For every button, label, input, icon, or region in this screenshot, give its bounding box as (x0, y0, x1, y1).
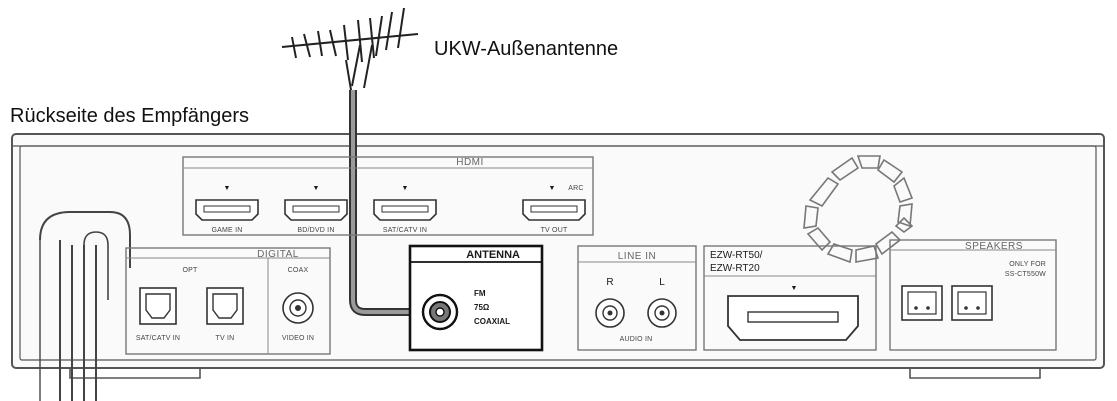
ezw-slot[interactable]: ▼ (727, 285, 859, 341)
audio-in-r-jack[interactable] (595, 298, 625, 328)
power-cable (39, 211, 131, 401)
hdmi-port-label: TV OUT (541, 227, 568, 234)
audio-in-l-jack[interactable] (647, 298, 677, 328)
speakers-panel: SPEAKERS ONLY FOR SS-CT550W (889, 239, 1057, 351)
hdmi-header: HDMI (456, 157, 484, 168)
antenna-label: UKW-Außenantenne (434, 38, 618, 60)
digital-header: DIGITAL (257, 249, 299, 260)
ezw-panel: EZW-RT50/ EZW-RT20 ▼ (703, 245, 877, 351)
optical-port-label: SAT/CATV IN (136, 335, 180, 342)
optical-port-sat-catv[interactable]: SAT/CATV IN (136, 287, 180, 342)
speakers-note-1: ONLY FOR (1009, 261, 1046, 268)
line-in-r-label: R (606, 277, 613, 288)
digital-opt-label: OPT (183, 267, 199, 274)
digital-panel: DIGITAL OPT COAX SAT/CATV IN TV IN VIDEO… (125, 247, 331, 355)
speaker-port-2[interactable] (951, 285, 993, 321)
hdmi-port-tv-out[interactable]: ▼ ARC TV OUT (522, 185, 586, 234)
fan-grille (803, 155, 914, 264)
audio-in-label: AUDIO IN (620, 336, 653, 343)
svg-text:▼: ▼ (224, 185, 231, 192)
hdmi-port-bd-dvd-in[interactable]: ▼ BD/DVD IN (284, 185, 348, 234)
line-in-header: LINE IN (618, 251, 657, 262)
hdmi-port-sat-catv-in[interactable]: ▼ SAT/CATV IN (373, 185, 437, 234)
receiver-back-label: Rückseite des Empfängers (10, 105, 249, 127)
antenna-fm-label: FM (474, 289, 486, 298)
svg-text:▼: ▼ (313, 185, 320, 192)
hdmi-port-label: BD/DVD IN (297, 227, 334, 234)
hdmi-panel: HDMI ▼ GAME IN ▼ BD/DVD IN ▼ SAT/CATV IN… (182, 156, 594, 236)
antenna-cable (349, 90, 432, 316)
svg-text:▼: ▼ (549, 185, 556, 192)
optical-port-label: TV IN (216, 335, 235, 342)
hdmi-arc-label: ARC (568, 185, 583, 192)
coax-port-video-in[interactable]: VIDEO IN (282, 292, 314, 342)
ezw-label-2: EZW-RT20 (710, 263, 760, 274)
ezw-label-1: EZW-RT50/ (710, 250, 763, 261)
antenna-coaxial-label: COAXIAL (474, 317, 510, 326)
speakers-header: SPEAKERS (965, 241, 1023, 252)
digital-coax-label: COAX (288, 267, 309, 274)
speaker-port-1[interactable] (901, 285, 943, 321)
hdmi-port-label: GAME IN (212, 227, 243, 234)
hdmi-port-game-in[interactable]: ▼ GAME IN (195, 185, 259, 234)
line-in-panel: LINE IN R L AUDIO IN (577, 245, 697, 351)
fm-antenna (281, 7, 419, 97)
line-in-l-label: L (659, 277, 665, 288)
svg-text:▼: ▼ (402, 185, 409, 192)
antenna-header: ANTENNA (466, 249, 520, 261)
coax-port-label: VIDEO IN (282, 335, 314, 342)
hdmi-port-label: SAT/CATV IN (383, 227, 427, 234)
speakers-note-2: SS-CT550W (1005, 271, 1046, 278)
fm-antenna-jack[interactable] (421, 293, 459, 331)
optical-port-tv[interactable]: TV IN (206, 287, 244, 342)
antenna-impedance-label: 75Ω (474, 303, 490, 312)
antenna-panel: ANTENNA FM 75Ω COAXIAL (408, 244, 544, 352)
svg-text:▼: ▼ (791, 285, 798, 292)
